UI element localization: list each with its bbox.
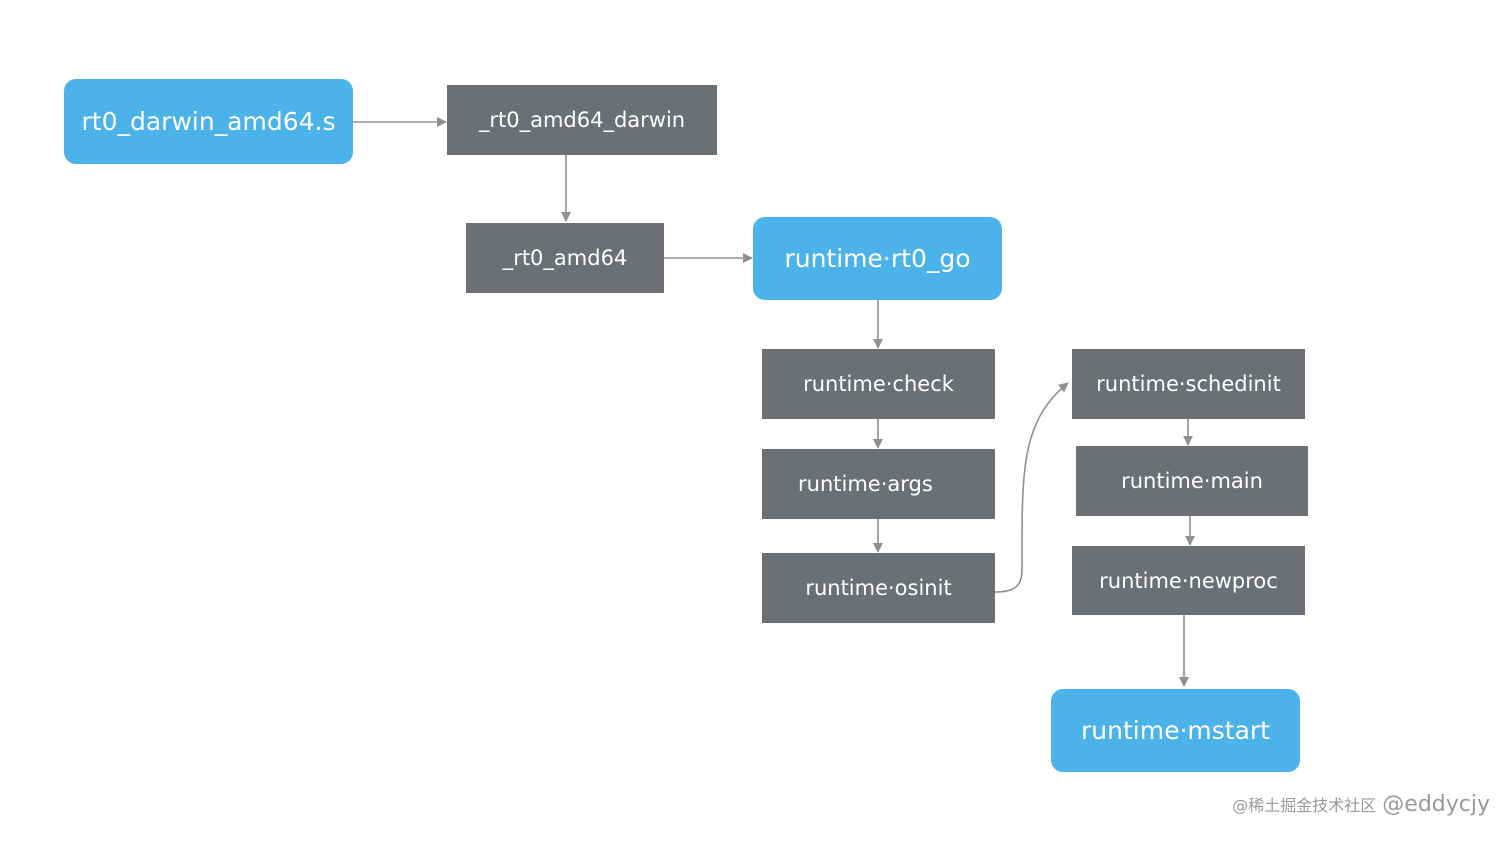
node-label: runtime·check	[803, 372, 954, 396]
node-runtime-main: runtime·main	[1076, 446, 1308, 516]
node-label: _rt0_amd64_darwin	[478, 108, 686, 132]
node-label: runtime·main	[1121, 469, 1263, 493]
node-label: runtime·newproc	[1099, 568, 1278, 593]
node-runtime-args: runtime·args	[762, 449, 995, 519]
watermark-handle: @eddycjy	[1382, 792, 1490, 817]
node-rt0-amd64-darwin: _rt0_amd64_darwin	[447, 85, 717, 155]
node-label: runtime·osinit	[805, 576, 952, 600]
node-label: runtime·schedinit	[1096, 372, 1281, 396]
watermark: @稀土掘金技术社区 @eddycjy	[1232, 792, 1490, 817]
node-label: runtime·args	[798, 472, 933, 496]
node-label: rt0_darwin_amd64.s	[81, 107, 336, 136]
node-runtime-osinit: runtime·osinit	[762, 553, 995, 623]
node-label: runtime·rt0_go	[784, 244, 971, 273]
node-runtime-schedinit: runtime·schedinit	[1072, 349, 1305, 419]
node-rt0-darwin-amd64-s: rt0_darwin_amd64.s	[64, 79, 353, 164]
node-label: _rt0_amd64	[502, 246, 628, 270]
watermark-prefix: @稀土掘金技术社区	[1232, 796, 1377, 815]
node-rt0-amd64: _rt0_amd64	[466, 223, 664, 293]
node-runtime-rt0-go: runtime·rt0_go	[753, 217, 1002, 300]
node-label: runtime·mstart	[1081, 716, 1270, 745]
edge-osinit-to-schedinit	[994, 382, 1069, 593]
node-runtime-newproc: runtime·newproc	[1072, 546, 1305, 615]
node-runtime-check: runtime·check	[762, 349, 995, 419]
node-runtime-mstart: runtime·mstart	[1051, 689, 1300, 772]
